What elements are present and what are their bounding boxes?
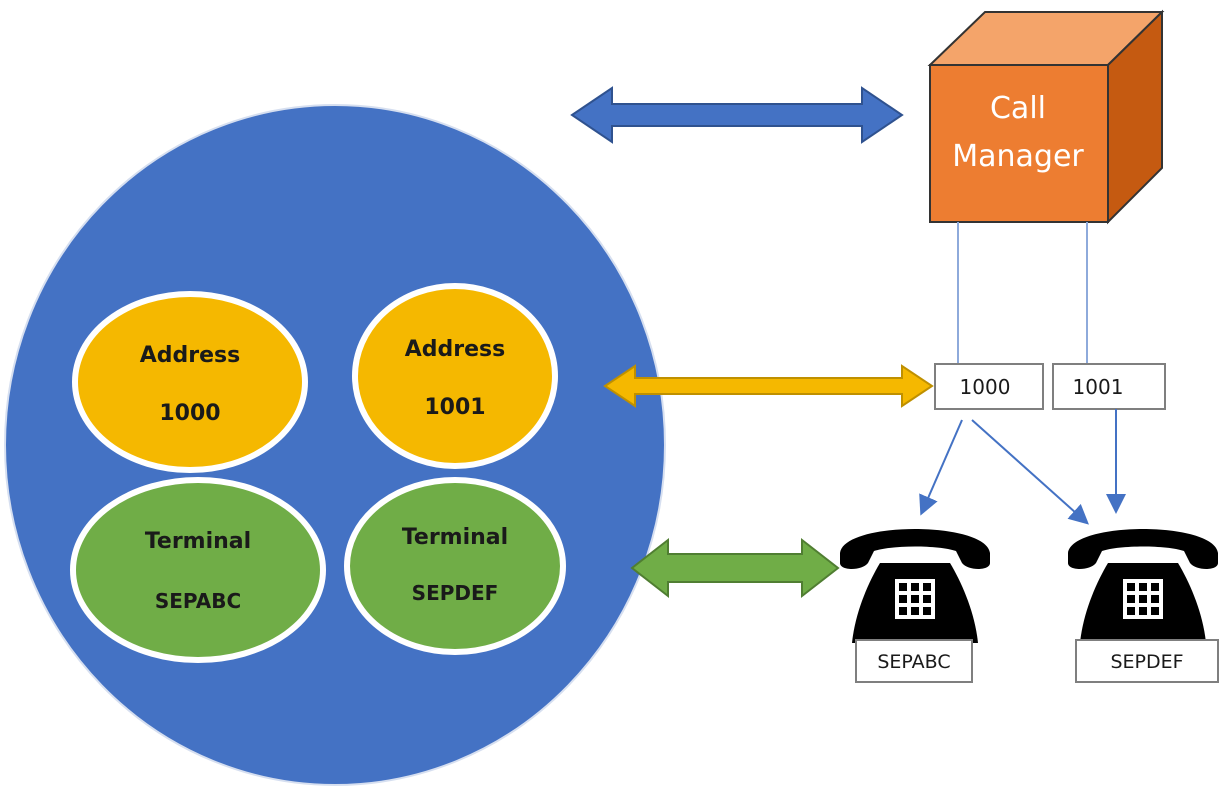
terminal-title: Terminal: [402, 525, 508, 550]
address-title: Address: [405, 337, 505, 362]
line-to-phone-arrow: [919, 419, 963, 516]
call-manager-label-line1: Call: [990, 91, 1046, 126]
address-title: Address: [140, 343, 240, 368]
address-value: 1000: [159, 401, 220, 426]
call-manager-cube: Call Manager: [927, 9, 1165, 225]
call-manager-label-line2: Manager: [952, 139, 1084, 174]
terminal-phone-arrow: [630, 537, 840, 599]
phone-icon: [840, 529, 990, 643]
address-node-1000: Address 1000: [72, 291, 308, 473]
terminal-node-sepabc: Terminal SEPABC: [70, 477, 326, 663]
terminal-value: SEPDEF: [412, 581, 499, 605]
line-box-label: 1001: [1073, 375, 1124, 399]
terminal-title: Terminal: [145, 529, 251, 554]
line-box-label: 1000: [960, 375, 1011, 399]
phone-label: SEPABC: [877, 651, 950, 673]
cti-domain-circle: [4, 104, 666, 786]
line-box-1000: 1000: [934, 363, 1044, 410]
address-line-arrow: [603, 364, 934, 408]
phone-label-box-sepabc: SEPABC: [855, 639, 973, 683]
phone-icon: [1068, 529, 1218, 643]
address-node-1001: Address 1001: [352, 283, 558, 469]
terminal-node-sepdef: Terminal SEPDEF: [344, 477, 566, 655]
line-box-1001: 1001: [1052, 363, 1166, 410]
address-value: 1001: [424, 395, 485, 420]
phone-label-box-sepdef: SEPDEF: [1075, 639, 1219, 683]
line-to-phone-arrow: [971, 419, 1089, 525]
provider-callmanager-arrow: [570, 86, 904, 144]
terminal-value: SEPABC: [155, 589, 241, 613]
phone-label: SEPDEF: [1110, 651, 1183, 673]
